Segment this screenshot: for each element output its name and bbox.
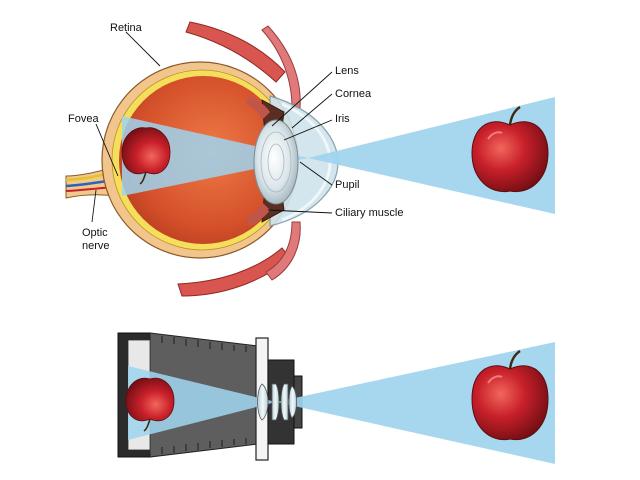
- label-ciliary-muscle: Ciliary muscle: [335, 207, 403, 219]
- label-iris: Iris: [335, 113, 350, 125]
- label-pupil: Pupil: [335, 179, 359, 191]
- eye-diagram: [65, 21, 555, 297]
- leader-iris: [283, 119, 333, 141]
- label-retina: Retina: [110, 22, 143, 34]
- object-apple-top: [471, 106, 549, 193]
- leader-ciliary-muscle: [267, 209, 333, 214]
- leader-fovea: [95, 123, 119, 177]
- leader-optic-nerve: [91, 189, 97, 223]
- leader-lens: [271, 71, 333, 127]
- light-beam-inside: [122, 116, 308, 196]
- retina-image-apple: [121, 127, 171, 185]
- eye-labels: Retina Fovea Optic nerve Lens Cornea Iri…: [68, 22, 403, 252]
- camera-diagram: [117, 332, 555, 464]
- label-optic-nerve-line1: Optic: [82, 227, 108, 239]
- leader-retina: [125, 31, 161, 67]
- ciliary-body-lower: [246, 202, 270, 226]
- leader-pupil: [299, 161, 333, 186]
- ciliary-body-upper: [246, 96, 270, 120]
- camera-lens-elements: [257, 383, 297, 421]
- label-cornea: Cornea: [335, 88, 372, 100]
- eye-label-leaders: [91, 31, 333, 223]
- leader-cornea: [291, 93, 333, 129]
- label-fovea: Fovea: [68, 113, 99, 125]
- label-optic-nerve-line2: nerve: [82, 240, 110, 252]
- film-image-apple: [125, 377, 175, 432]
- object-apple-bottom: [471, 350, 549, 441]
- lower-eyelid: [265, 221, 301, 281]
- upper-eye-muscle: [185, 21, 286, 83]
- label-lens: Lens: [335, 65, 359, 77]
- bellows-pleats: [161, 336, 247, 454]
